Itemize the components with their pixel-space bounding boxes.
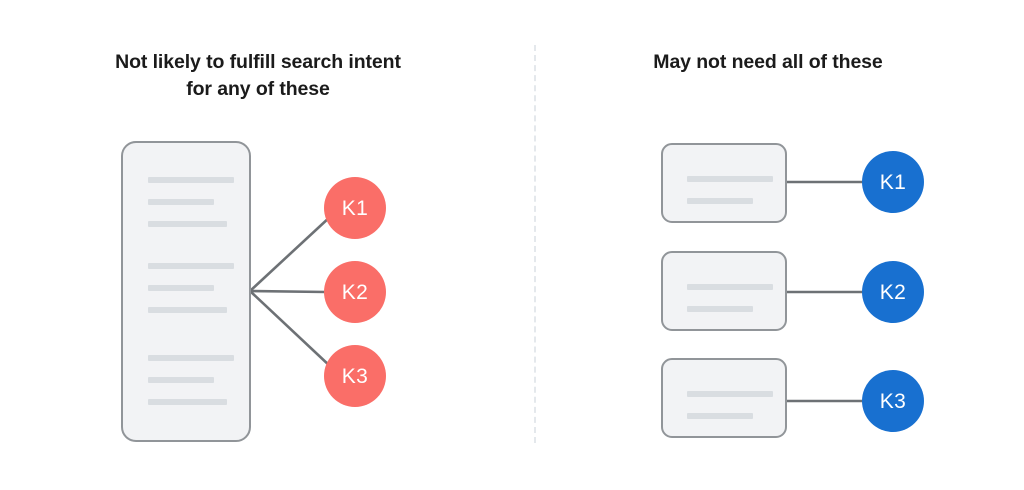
connector-left-k3 <box>249 290 332 368</box>
skeleton-line <box>148 399 227 405</box>
keyword-label: K3 <box>879 389 907 413</box>
skeleton-line <box>687 391 773 397</box>
connector-left-k1 <box>249 215 332 292</box>
skeleton-line <box>687 176 773 182</box>
skeleton-line <box>148 221 227 227</box>
skeleton-line <box>148 199 214 205</box>
keyword-label: K2 <box>341 280 369 304</box>
keyword-label: K2 <box>879 280 907 304</box>
skeleton-line <box>687 413 753 419</box>
skeleton-line <box>687 198 753 204</box>
right-document-card-k1 <box>661 143 787 223</box>
keyword-bubble-left-k2[interactable]: K2 <box>324 261 386 323</box>
skeleton-line <box>148 263 234 269</box>
skeleton-line <box>687 306 753 312</box>
skeleton-line <box>148 377 214 383</box>
keyword-label: K1 <box>879 170 907 194</box>
keyword-label: K1 <box>341 196 369 220</box>
panel-divider <box>534 45 536 443</box>
skeleton-line <box>148 355 234 361</box>
connector-left-k2 <box>249 289 327 294</box>
keyword-bubble-left-k3[interactable]: K3 <box>324 345 386 407</box>
skeleton-line <box>148 307 227 313</box>
left-document-card <box>121 141 251 442</box>
right-document-card-k3 <box>661 358 787 438</box>
keyword-bubble-right-k3[interactable]: K3 <box>862 370 924 432</box>
skeleton-line <box>148 177 234 183</box>
keyword-label: K3 <box>341 364 369 388</box>
skeleton-line <box>148 285 214 291</box>
keyword-bubble-left-k1[interactable]: K1 <box>324 177 386 239</box>
right-panel-heading: May not need all of these <box>653 51 883 73</box>
right-document-card-k2 <box>661 251 787 331</box>
left-panel-heading: Not likely to fulfill search intent for … <box>115 51 401 100</box>
skeleton-line <box>687 284 773 290</box>
keyword-bubble-right-k1[interactable]: K1 <box>862 151 924 213</box>
keyword-bubble-right-k2[interactable]: K2 <box>862 261 924 323</box>
